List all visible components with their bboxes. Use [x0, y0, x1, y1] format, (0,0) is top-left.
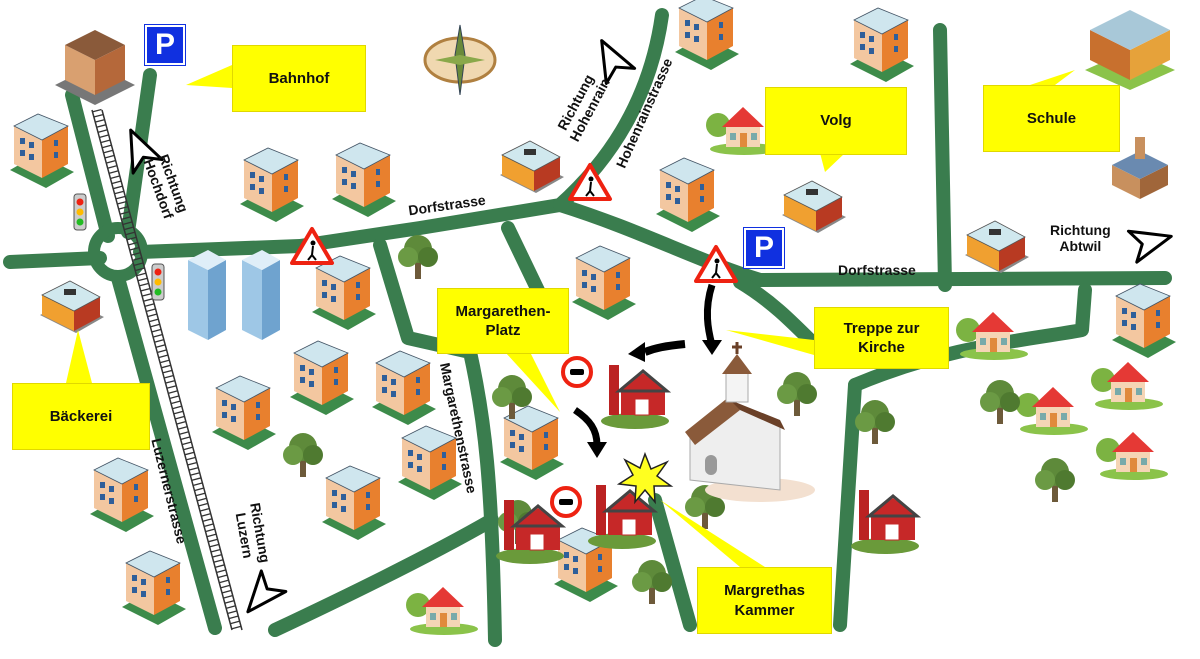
- barn-icon: [851, 490, 922, 554]
- callout-pointer-schule: [1030, 70, 1075, 85]
- apartment-building-icon: [1112, 283, 1176, 358]
- direction-label-abtwil: Richtung Abtwil: [1050, 222, 1111, 255]
- callout-margrethas-kammer: Margrethas Kammer: [697, 567, 832, 634]
- explosion-icon: [616, 451, 674, 505]
- road-church-diagonal: [733, 275, 822, 352]
- road-north-east: [933, 23, 952, 292]
- no-vehicles-sign-icon: [550, 486, 582, 518]
- road-luzern-bottom: [268, 513, 499, 637]
- callout-schule: Schule: [983, 85, 1120, 152]
- tree-icon: [492, 375, 532, 419]
- pedestrian-crossing-sign-icon: [694, 245, 738, 283]
- railway-track: [91, 108, 243, 632]
- map-icons: [10, 0, 1176, 635]
- callout-pointer-bahnhof: [186, 65, 232, 88]
- apartment-building-icon: [675, 0, 739, 70]
- apartment-building-icon: [656, 157, 720, 232]
- callout-margarethen-platz: Margarethen- Platz: [437, 288, 569, 354]
- church-icon: [685, 342, 815, 502]
- tree-icon: [685, 485, 725, 529]
- tree-icon: [398, 235, 438, 279]
- office-tower-icon: [188, 250, 226, 340]
- apartment-building-icon: [10, 113, 74, 188]
- shop-building-icon: [782, 180, 846, 233]
- apartment-building-icon: [290, 340, 354, 415]
- barn-icon: [601, 365, 672, 429]
- direction-arrow-abtwil-icon: [1126, 229, 1173, 264]
- apartment-building-icon: [500, 405, 564, 480]
- apartment-building-icon: [398, 425, 462, 500]
- callout-pointer-volg: [820, 153, 845, 172]
- apartment-building-icon: [572, 245, 636, 320]
- roads: [3, 8, 1172, 647]
- apartment-building-icon: [122, 550, 186, 625]
- callout-pointer-treppe: [726, 330, 814, 355]
- house-icon: [1016, 387, 1088, 435]
- town-hall-icon: [1112, 137, 1168, 199]
- tree-icon: [632, 560, 672, 604]
- callout-pointer-margarethen: [505, 352, 560, 412]
- compass-rose-icon: [423, 24, 497, 96]
- road-east-south: [833, 378, 862, 632]
- road-margarethenstrasse: [373, 238, 502, 647]
- callout-pointer-baeckerei: [66, 330, 92, 383]
- direction-arrow-hohenrain-icon: [600, 39, 637, 85]
- shop-building-icon: [500, 140, 564, 193]
- callout-bahnhof: Bahnhof: [232, 45, 366, 112]
- apartment-building-icon: [212, 375, 276, 450]
- callout-baeckerei: Bäckerei: [12, 383, 150, 450]
- school-icon: [1085, 10, 1175, 90]
- road-dorfstrasse-east: [553, 198, 1172, 287]
- callout-volg: Volg: [765, 87, 907, 155]
- tree-icon: [980, 380, 1020, 424]
- callout-pointer-kammer: [660, 500, 765, 567]
- tree-icon: [777, 372, 817, 416]
- road-west-upper: [65, 88, 115, 243]
- apartment-building-icon: [240, 147, 304, 222]
- no-vehicles-sign-icon: [561, 356, 593, 388]
- office-tower-icon: [242, 250, 280, 340]
- train-station-icon: [55, 30, 135, 105]
- pedestrian-crossing-sign-icon: [290, 227, 334, 265]
- house-icon: [956, 312, 1028, 360]
- apartment-building-icon: [312, 255, 376, 330]
- roundabout: [88, 222, 148, 282]
- house-icon: [1096, 432, 1168, 480]
- tree-icon: [855, 400, 895, 444]
- apartment-building-icon: [332, 142, 396, 217]
- direction-arrow-hochdorf-icon: [129, 128, 164, 175]
- arrow-curve-down-icon: [573, 407, 607, 458]
- tree-icon: [283, 433, 323, 477]
- arrow-left-icon: [628, 340, 686, 362]
- pedestrian-crossing-sign-icon: [568, 163, 612, 201]
- barn-icon: [496, 500, 567, 564]
- house-icon: [1091, 362, 1163, 410]
- path-kammer: [648, 493, 697, 632]
- street-label-dorfstrasse-east: Dorfstrasse: [838, 262, 916, 278]
- traffic-light-icon: [151, 263, 165, 301]
- barn-icon: [588, 485, 659, 549]
- road-dorfstrasse-west: [3, 198, 567, 269]
- shop-building-icon: [965, 220, 1029, 273]
- road-luzernerstrasse: [111, 271, 222, 635]
- apartment-building-icon: [372, 350, 436, 425]
- callout-treppe-zur-kirche: Treppe zur Kirche: [814, 307, 949, 369]
- apartment-building-icon: [554, 527, 618, 602]
- shop-building-icon: [40, 280, 104, 333]
- traffic-light-icon: [73, 193, 87, 231]
- house-icon: [406, 587, 478, 635]
- tree-icon: [1035, 458, 1075, 502]
- arrow-down-icon: [702, 283, 722, 355]
- apartment-building-icon: [90, 457, 154, 532]
- parking-sign-dorfstrasse: P: [743, 227, 785, 269]
- apartment-building-icon: [850, 7, 914, 82]
- parking-sign-bahnhof: P: [144, 24, 186, 66]
- apartment-building-icon: [322, 465, 386, 540]
- house-icon: [706, 107, 778, 155]
- direction-arrow-luzern-icon: [246, 569, 288, 614]
